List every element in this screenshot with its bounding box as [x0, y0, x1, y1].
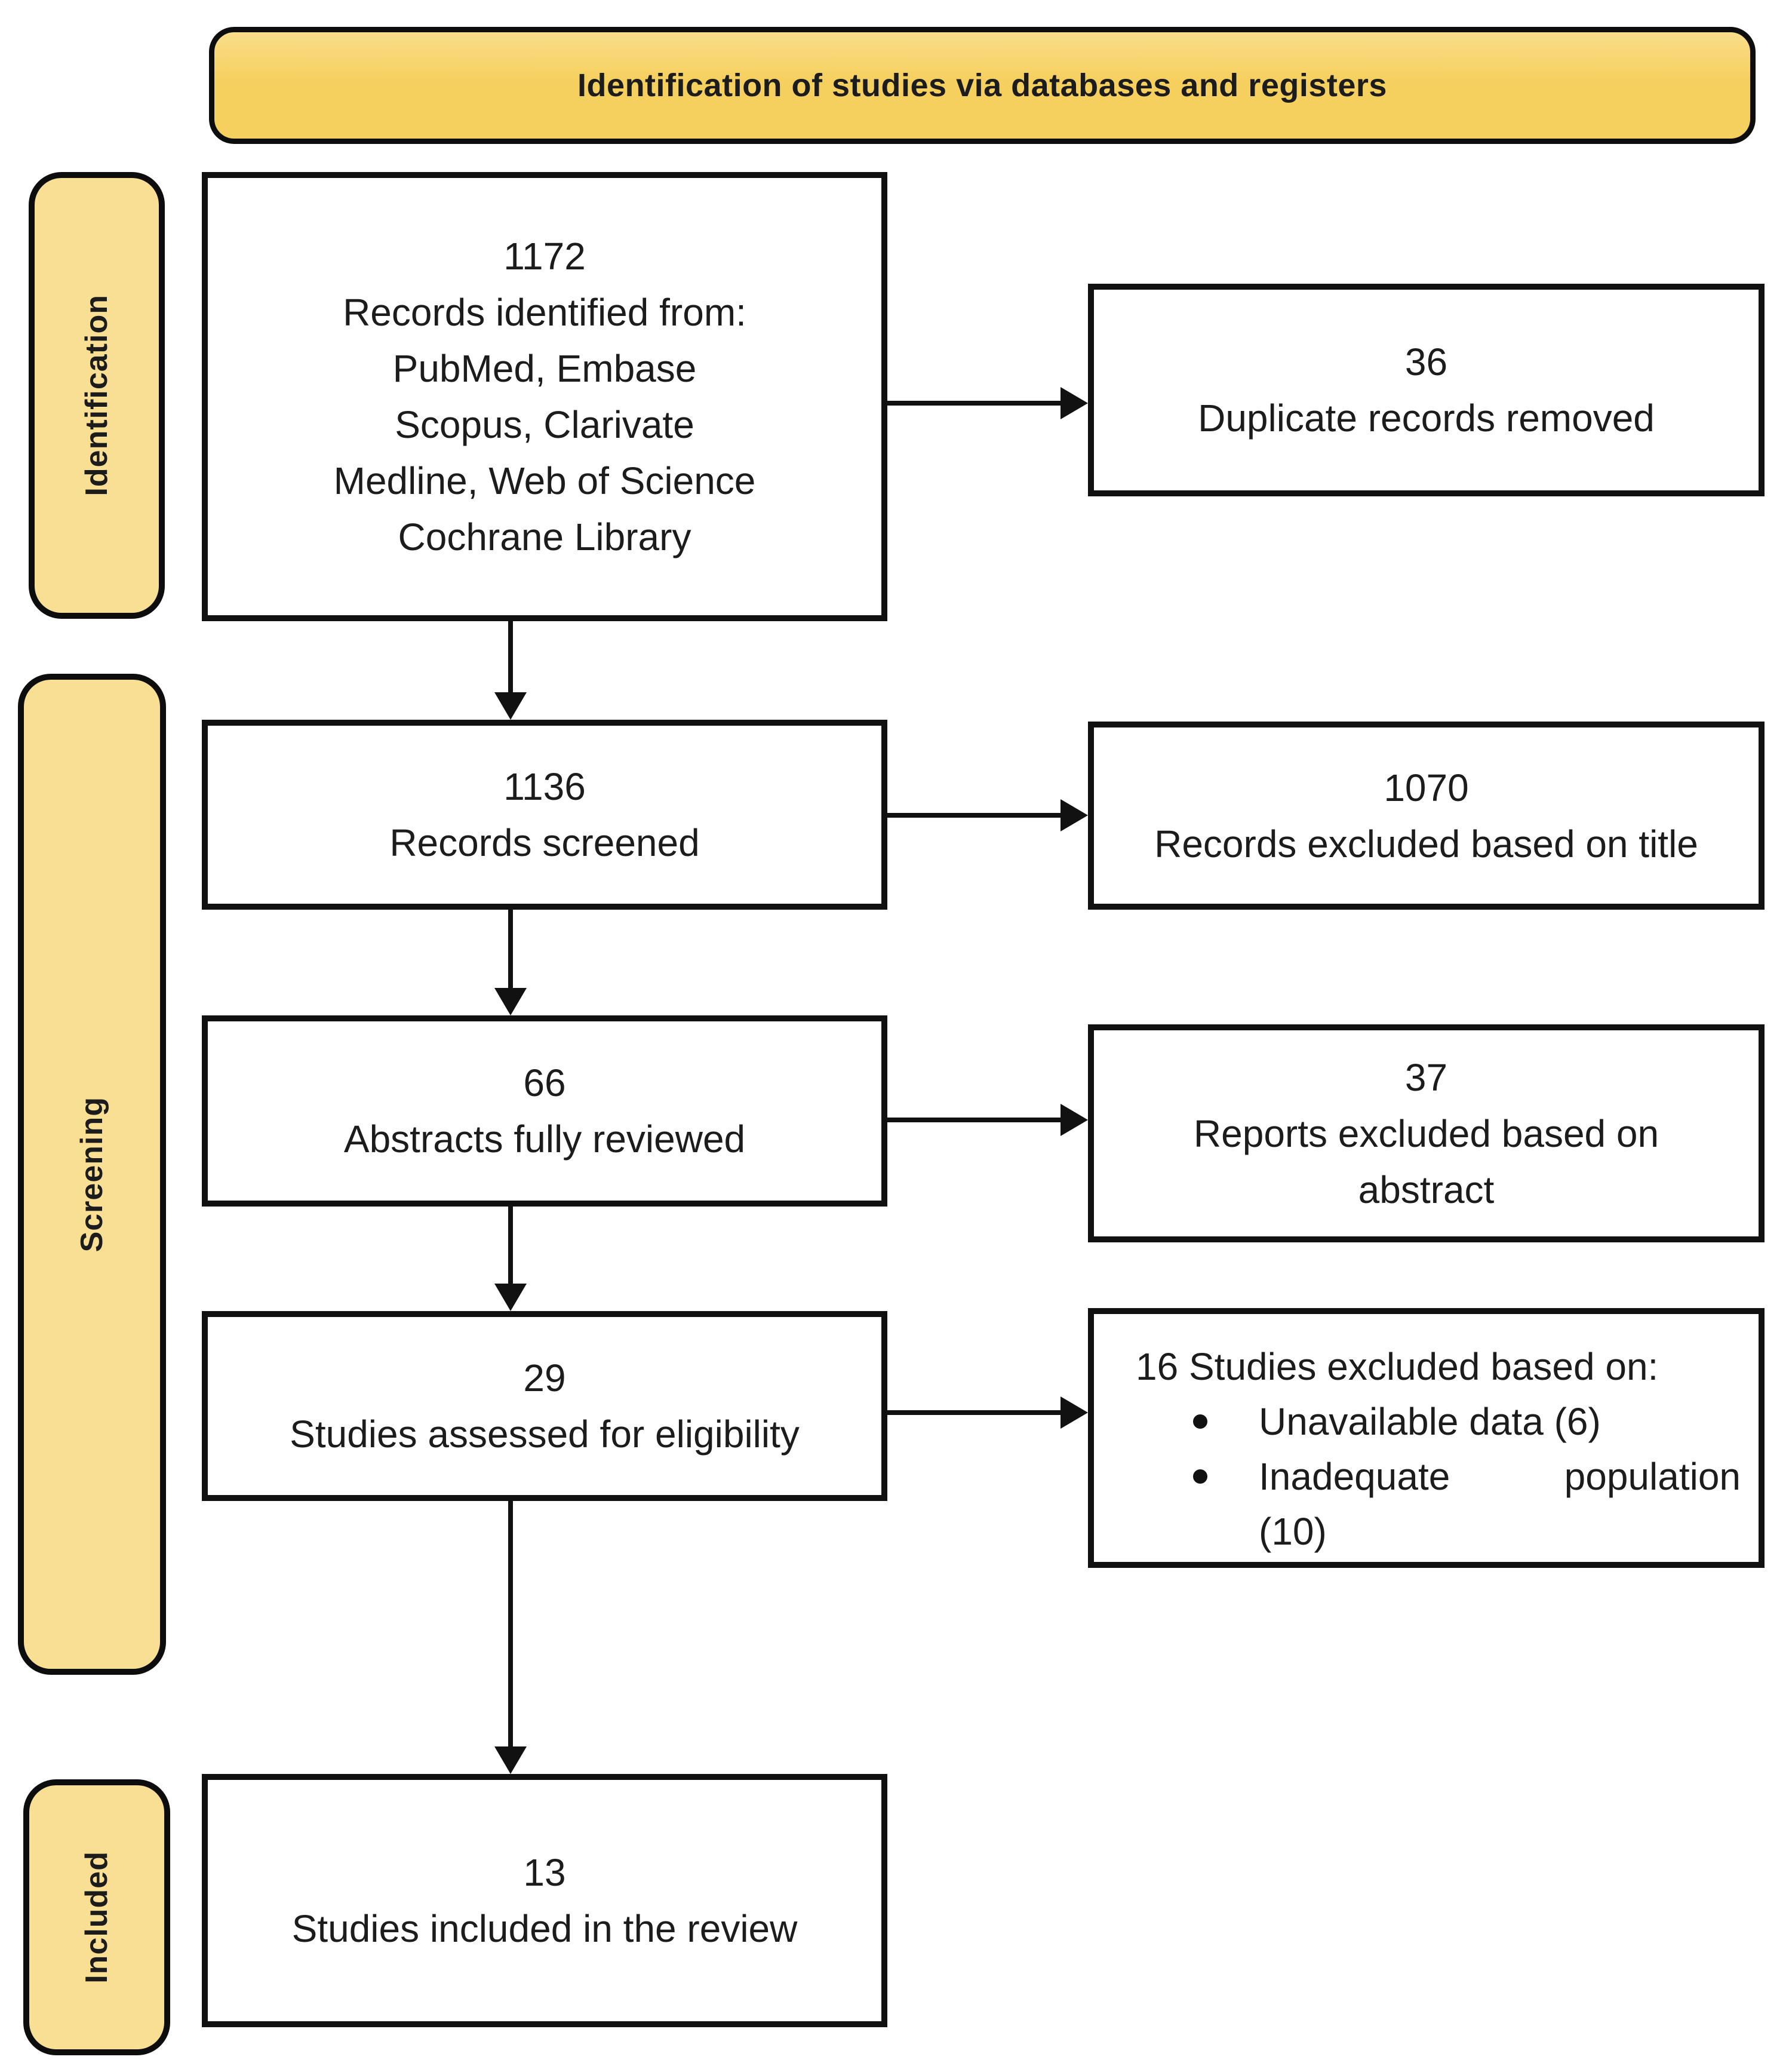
records-excluded-title-count: 1070	[1384, 766, 1469, 809]
arrow-screened-to-abstracts	[508, 910, 513, 989]
arrow-identified-to-duplicates	[887, 401, 1062, 406]
reports-excluded-count: 37	[1404, 1055, 1448, 1099]
records-identified-line: Medline, Web of Science	[333, 459, 756, 502]
duplicates-removed-label: Duplicate records removed	[1198, 397, 1655, 440]
records-identified-line: Scopus, Clarivate	[395, 403, 694, 446]
abstracts-reviewed-count: 66	[523, 1061, 566, 1104]
studies-excluded-bullet-2-word-1: Inadequate	[1259, 1455, 1450, 1498]
duplicates-removed-count: 36	[1404, 340, 1448, 383]
arrow-assessed-to-studies-excluded	[887, 1410, 1062, 1415]
records-excluded-title-label: Records excluded based on title	[1154, 822, 1698, 865]
arrow-abstracts-to-excluded-abstract	[887, 1118, 1062, 1122]
box-records-screened: 1136 Records screened	[202, 720, 887, 910]
list-item: Unavailable data (6)	[1136, 1394, 1741, 1449]
stage-band-included: Included	[23, 1779, 170, 2055]
records-identified-line: PubMed, Embase	[392, 347, 697, 390]
studies-excluded-heading: 16 Studies excluded based on:	[1136, 1345, 1659, 1388]
arrowhead-right-icon	[1061, 1396, 1088, 1429]
arrowhead-down-icon	[494, 988, 527, 1015]
box-records-excluded-title: 1070 Records excluded based on title	[1088, 722, 1765, 910]
arrowhead-down-icon	[494, 1284, 527, 1311]
arrowhead-down-icon	[494, 692, 527, 720]
studies-excluded-bullet-2-overflow: (10)	[1259, 1510, 1327, 1553]
reports-excluded-line: abstract	[1358, 1168, 1495, 1211]
studies-assessed-count: 29	[523, 1356, 566, 1399]
studies-assessed-label: Studies assessed for eligibility	[290, 1413, 800, 1456]
arrow-assessed-to-included	[508, 1501, 513, 1748]
abstracts-reviewed-label: Abstracts fully reviewed	[343, 1118, 746, 1161]
arrowhead-right-icon	[1061, 387, 1088, 419]
list-item: Inadequate population (10)	[1136, 1449, 1741, 1559]
arrow-screened-to-excluded-title	[887, 813, 1062, 818]
studies-excluded-bullet-1: Unavailable data (6)	[1259, 1400, 1601, 1443]
stage-label-identification: Identification	[79, 294, 114, 496]
studies-excluded-bullet-2: Inadequate population (10)	[1259, 1449, 1741, 1559]
reports-excluded-line: Reports excluded based on	[1193, 1112, 1659, 1155]
box-duplicates-removed: 36 Duplicate records removed	[1088, 284, 1765, 496]
studies-excluded-bullet-2-word-2: population	[1564, 1455, 1741, 1498]
stage-band-identification: Identification	[29, 172, 165, 619]
bullet-icon	[1193, 1469, 1207, 1484]
bullet-icon	[1193, 1414, 1207, 1429]
stage-band-screening: Screening	[18, 674, 166, 1675]
stage-label-screening: Screening	[75, 1096, 109, 1253]
box-studies-included: 13 Studies included in the review	[202, 1774, 887, 2027]
diagram-title-banner: Identification of studies via databases …	[209, 27, 1756, 144]
diagram-title: Identification of studies via databases …	[577, 67, 1387, 103]
arrowhead-right-icon	[1061, 799, 1088, 831]
studies-included-label: Studies included in the review	[291, 1907, 798, 1950]
stage-label-included: Included	[79, 1851, 114, 1984]
arrowhead-right-icon	[1061, 1104, 1088, 1136]
arrow-identified-to-screened	[508, 621, 513, 693]
arrow-abstracts-to-assessed	[508, 1207, 513, 1285]
box-reports-excluded-abstract: 37 Reports excluded based on abstract	[1088, 1024, 1765, 1242]
box-records-identified: 1172 Records identified from: PubMed, Em…	[202, 172, 887, 621]
studies-included-count: 13	[523, 1851, 566, 1894]
records-identified-line: Records identified from:	[343, 291, 746, 334]
studies-excluded-bullet-list: Unavailable data (6) Inadequate populati…	[1136, 1394, 1741, 1559]
records-screened-count: 1136	[503, 765, 586, 808]
box-studies-assessed: 29 Studies assessed for eligibility	[202, 1311, 887, 1501]
box-abstracts-reviewed: 66 Abstracts fully reviewed	[202, 1015, 887, 1207]
box-studies-excluded: 16 Studies excluded based on: Unavailabl…	[1088, 1308, 1765, 1568]
records-identified-line: Cochrane Library	[398, 515, 691, 558]
arrowhead-down-icon	[494, 1746, 527, 1774]
records-identified-count: 1172	[503, 235, 586, 278]
records-screened-label: Records screened	[389, 821, 700, 864]
